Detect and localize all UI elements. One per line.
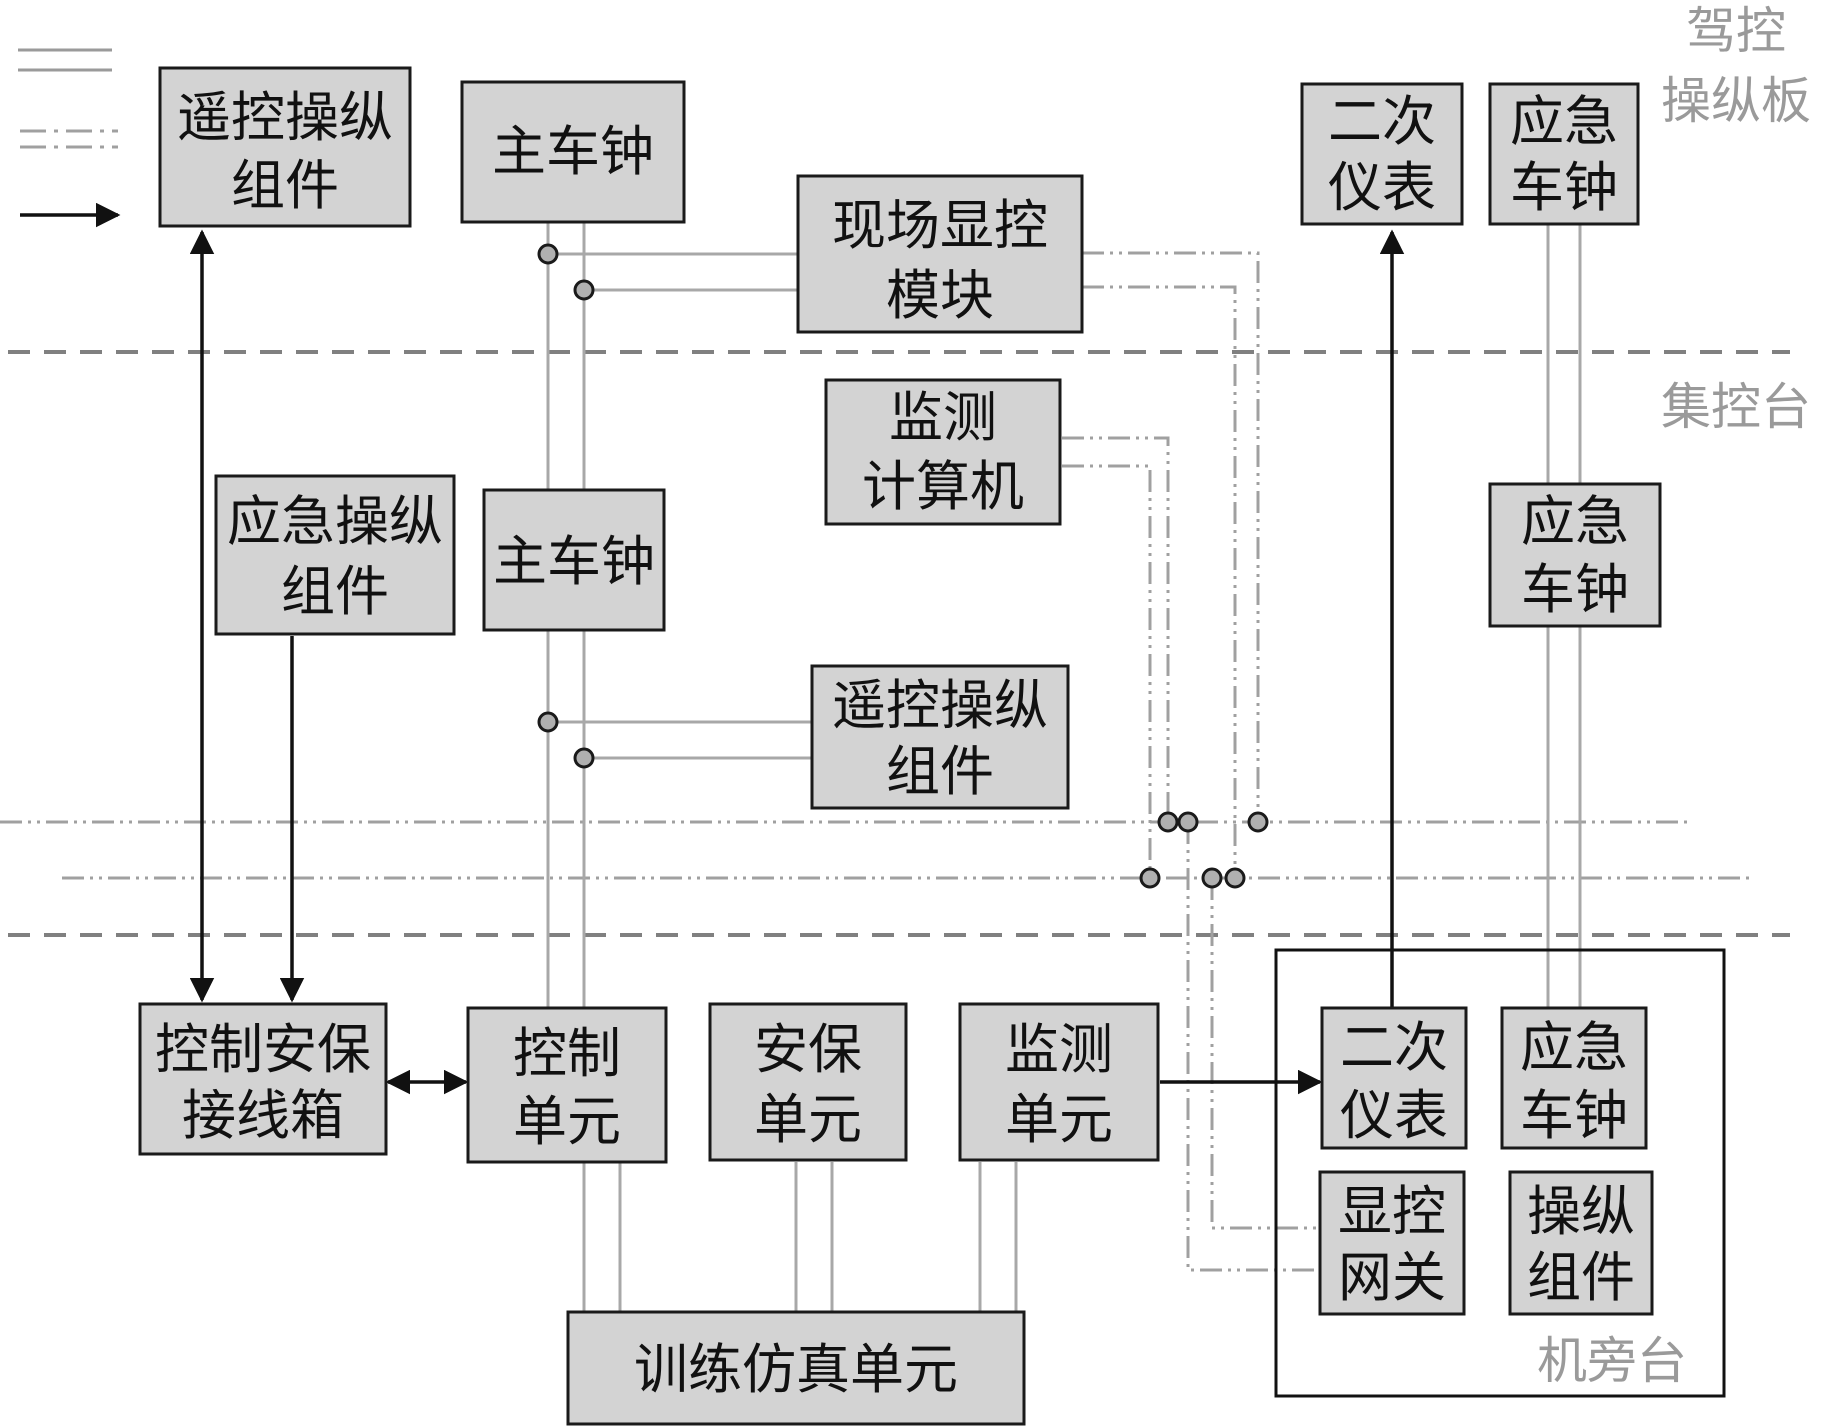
- box-local-secondary-instrument: 二次 仪表: [1320, 1006, 1468, 1150]
- box-control-unit: 控制 单元: [466, 1006, 668, 1164]
- box-ccr-remote-ops: 遥控操纵 组件: [810, 664, 1070, 810]
- svg-text:车钟: 车钟: [1510, 156, 1618, 219]
- svg-text:控制安保: 控制安保: [155, 1018, 371, 1081]
- svg-text:主车钟: 主车钟: [493, 530, 655, 593]
- box-bridge-emergency-telegraph: 应急 车钟: [1488, 82, 1640, 226]
- junction-node: [573, 279, 595, 301]
- box-bridge-main-telegraph: 主车钟: [460, 80, 686, 224]
- svg-text:接线箱: 接线箱: [182, 1084, 344, 1147]
- svg-text:驾控: 驾控: [1686, 2, 1786, 60]
- svg-text:应急: 应急: [1520, 1016, 1628, 1079]
- svg-text:组件: 组件: [886, 740, 994, 803]
- box-monitor-unit: 监测 单元: [958, 1002, 1160, 1162]
- svg-text:单元: 单元: [513, 1090, 621, 1153]
- zone-label-bridge: 驾控 操纵板: [1661, 2, 1811, 130]
- box-safety-unit: 安保 单元: [708, 1002, 908, 1162]
- junction-node: [1224, 867, 1246, 889]
- box-training-simulation-unit: 训练仿真单元: [566, 1310, 1026, 1426]
- svg-text:应急操纵: 应急操纵: [227, 490, 443, 553]
- svg-text:仪表: 仪表: [1340, 1084, 1448, 1147]
- svg-text:安保: 安保: [754, 1018, 862, 1081]
- svg-text:现场显控: 现场显控: [832, 194, 1048, 257]
- svg-text:单元: 单元: [754, 1088, 862, 1151]
- svg-text:二次: 二次: [1340, 1016, 1448, 1079]
- box-bridge-remote-ops: 遥控操纵 组件: [158, 66, 412, 228]
- svg-text:二次: 二次: [1328, 90, 1436, 153]
- junction-node: [1139, 867, 1161, 889]
- box-local-ops-assembly: 操纵 组件: [1508, 1170, 1654, 1316]
- box-ccr-main-telegraph: 主车钟: [482, 488, 666, 632]
- box-local-emergency-telegraph: 应急 车钟: [1500, 1006, 1648, 1150]
- junction-node: [537, 243, 559, 265]
- svg-text:车钟: 车钟: [1521, 558, 1629, 621]
- svg-text:监测: 监测: [889, 386, 997, 449]
- svg-text:计算机: 计算机: [862, 455, 1024, 518]
- svg-text:组件: 组件: [281, 560, 389, 623]
- svg-text:组件: 组件: [1527, 1246, 1635, 1309]
- junction-node: [1177, 811, 1199, 833]
- box-ccr-monitor-computer: 监测 计算机: [824, 378, 1062, 526]
- box-bridge-secondary-instrument: 二次 仪表: [1300, 82, 1464, 226]
- svg-text:应急: 应急: [1521, 490, 1629, 553]
- zone-label-local-panel: 机旁台: [1537, 1332, 1687, 1390]
- svg-text:操纵: 操纵: [1527, 1180, 1635, 1243]
- arrows: [189, 229, 1405, 1095]
- svg-text:遥控操纵: 遥控操纵: [177, 86, 393, 149]
- svg-text:组件: 组件: [231, 154, 339, 217]
- junction-node: [573, 747, 595, 769]
- svg-text:应急: 应急: [1510, 90, 1618, 153]
- box-ccr-emergency-telegraph: 应急 车钟: [1488, 482, 1662, 628]
- svg-text:车钟: 车钟: [1520, 1084, 1628, 1147]
- box-ccr-emergency-ops: 应急操纵 组件: [214, 474, 456, 636]
- connection-nodes: [537, 243, 1269, 889]
- zone-label-control-room: 集控台: [1661, 378, 1811, 436]
- box-bridge-display-module: 现场显控 模块: [796, 174, 1084, 334]
- local-panel-frame: [1274, 948, 1726, 1398]
- svg-text:模块: 模块: [886, 264, 994, 327]
- svg-text:主车钟: 主车钟: [492, 120, 654, 183]
- svg-text:单元: 单元: [1005, 1088, 1113, 1151]
- svg-text:监测: 监测: [1005, 1018, 1113, 1081]
- svg-text:显控: 显控: [1338, 1180, 1446, 1243]
- svg-text:仪表: 仪表: [1328, 156, 1436, 219]
- junction-node: [1247, 811, 1269, 833]
- junction-node: [1201, 867, 1223, 889]
- svg-text:操纵板: 操纵板: [1661, 72, 1811, 130]
- svg-text:控制: 控制: [513, 1022, 621, 1085]
- legend: [18, 48, 121, 228]
- box-control-safety-junction: 控制安保 接线箱: [138, 1002, 388, 1156]
- svg-text:训练仿真单元: 训练仿真单元: [634, 1338, 958, 1401]
- junction-node: [1157, 811, 1179, 833]
- junction-node: [537, 711, 559, 733]
- box-local-display-gateway: 显控 网关: [1318, 1170, 1466, 1316]
- svg-text:遥控操纵: 遥控操纵: [832, 674, 1048, 737]
- svg-text:网关: 网关: [1338, 1246, 1446, 1309]
